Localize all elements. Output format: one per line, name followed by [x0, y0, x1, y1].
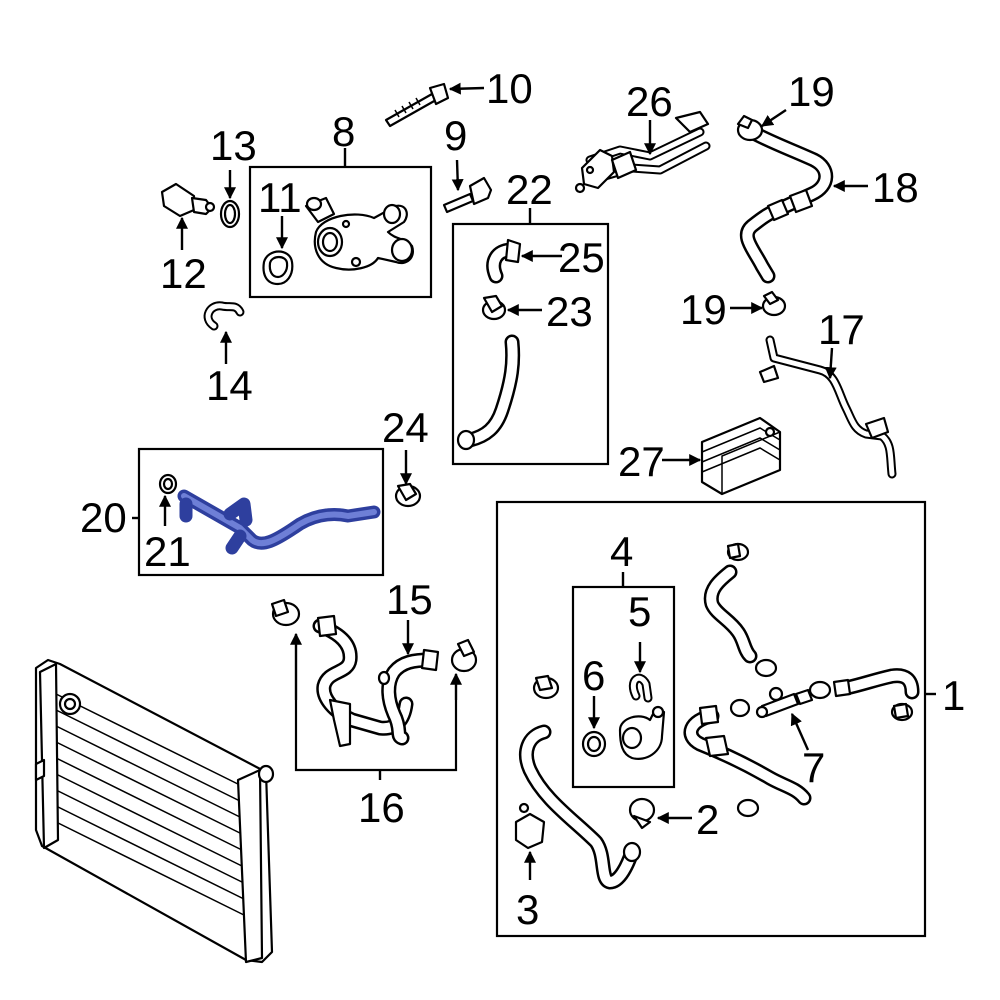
clamp-part-23[interactable]	[481, 294, 507, 321]
oil-cooler-part-27[interactable]	[700, 416, 782, 496]
callout-labels: 10 9 8 11 13 12 14 22 25 23 26 19 18 19 …	[80, 65, 965, 933]
clamp-part-1b[interactable]	[726, 542, 750, 562]
callout-8: 8	[332, 108, 355, 155]
callout-15: 15	[386, 576, 433, 623]
clamp-part-1g[interactable]	[729, 698, 751, 718]
clamp-part-19a[interactable]	[736, 114, 764, 142]
clamp-part-1f[interactable]	[736, 798, 760, 818]
pipe-assembly-part-26[interactable]	[574, 110, 711, 194]
thermostat-housing-part-8[interactable]	[304, 196, 414, 271]
clamp-part-1e[interactable]	[890, 702, 914, 722]
clip-part-5[interactable]	[628, 673, 653, 703]
leader-lines	[132, 82, 936, 880]
group-bracket-16	[294, 700, 458, 772]
callout-21: 21	[144, 528, 191, 575]
callout-18: 18	[872, 164, 919, 211]
flange-part-4[interactable]	[618, 705, 666, 760]
callout-10: 10	[486, 65, 533, 112]
hose-part-1-right[interactable]	[832, 668, 920, 700]
bracket-part-3[interactable]	[514, 802, 546, 850]
group-box-20	[137, 447, 385, 577]
callout-4: 4	[610, 528, 633, 575]
radiator	[34, 658, 275, 964]
callout-19b: 19	[680, 286, 727, 333]
o-ring-inner-13	[223, 203, 237, 225]
hose-part-1-top[interactable]	[703, 564, 758, 664]
hose-part-1-lower[interactable]	[683, 704, 812, 806]
callout-23: 23	[546, 288, 593, 335]
callout-16: 16	[358, 784, 405, 831]
callout-3: 3	[516, 886, 539, 933]
clamp-part-16a[interactable]	[270, 598, 301, 627]
callout-22: 22	[506, 166, 553, 213]
clamp-part-24[interactable]	[394, 482, 422, 508]
o-ring-inner-21	[162, 477, 174, 491]
callout-17: 17	[818, 306, 865, 353]
group-box-8	[248, 165, 433, 299]
hose-part-18[interactable]	[739, 124, 834, 284]
callout-6: 6	[582, 652, 605, 699]
callout-12: 12	[160, 250, 207, 297]
callout-26: 26	[626, 78, 673, 125]
callout-25: 25	[558, 234, 605, 281]
clamp-part-1d[interactable]	[808, 680, 832, 700]
coolant-pipe-part-20[interactable]	[177, 489, 381, 555]
seal-part-6[interactable]	[581, 730, 607, 758]
callout-27: 27	[618, 438, 665, 485]
callout-9: 9	[444, 112, 467, 159]
callout-2: 2	[696, 796, 719, 843]
callout-11: 11	[258, 174, 302, 221]
clamp-part-1a[interactable]	[532, 674, 560, 700]
hose-part-22[interactable]	[456, 334, 521, 451]
hose-part-15[interactable]	[377, 648, 440, 746]
callout-14: 14	[206, 362, 253, 409]
callout-13: 13	[210, 122, 257, 169]
clamp-part-16b[interactable]	[450, 638, 478, 673]
temperature-sensor-part-12[interactable]	[160, 182, 216, 218]
callout-24: 24	[382, 404, 429, 451]
clip-part-14[interactable]	[203, 301, 245, 331]
callout-1: 1	[942, 672, 965, 719]
gasket-part-11[interactable]	[262, 250, 294, 286]
callout-5: 5	[628, 588, 651, 635]
elbow-part-25[interactable]	[486, 238, 522, 284]
bolt-part-10[interactable]	[384, 82, 450, 128]
cap-part-2[interactable]	[628, 797, 656, 830]
callout-19a: 19	[788, 68, 835, 115]
clamp-part-1c[interactable]	[754, 658, 778, 678]
connector-part-7[interactable]	[755, 686, 814, 719]
bolt-part-9[interactable]	[442, 176, 493, 214]
hose-part-1-main[interactable]	[519, 724, 642, 890]
group-box-1	[495, 500, 927, 938]
clamp-part-19b[interactable]	[761, 290, 787, 317]
callout-7: 7	[802, 744, 825, 791]
callout-20: 20	[80, 494, 127, 541]
